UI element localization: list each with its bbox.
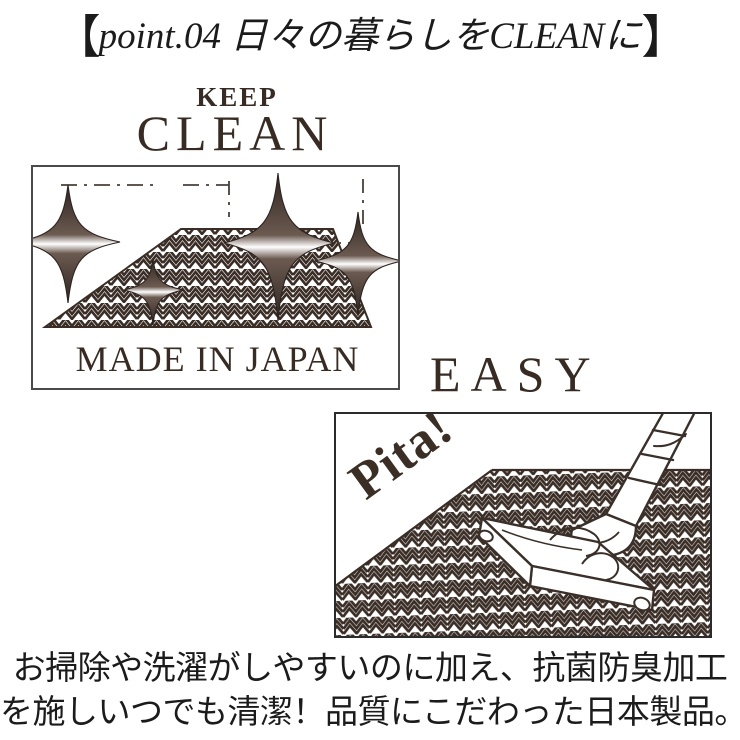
easy-label: EASY bbox=[430, 346, 601, 402]
page-title-text: point.04 日々の暮らしをCLEANに bbox=[98, 16, 642, 57]
herringbone-rug-illustration bbox=[33, 172, 398, 328]
vacuum-nozzle-head bbox=[477, 516, 656, 612]
clean-label: CLEAN bbox=[136, 105, 334, 161]
page-title: 【point.04 日々の暮らしをCLEANに】 bbox=[0, 14, 740, 60]
made-in-japan-caption: MADE IN JAPAN bbox=[75, 339, 360, 379]
sparkle-icon bbox=[123, 258, 184, 326]
keep-label: KEEP bbox=[196, 82, 278, 112]
sparkle-icon bbox=[314, 211, 398, 317]
vacuum-on-rug-illustration bbox=[336, 414, 710, 636]
caption-line-2: を施しいつでも清潔！品質にこだわった日本製品。 bbox=[0, 694, 740, 731]
vacuum-wand bbox=[604, 414, 696, 528]
sparkle-group bbox=[33, 172, 398, 326]
description-caption: お掃除や洗濯がしやすいのに加え、抗菌防臭加工 を施しいつでも清潔！品質にこだわっ… bbox=[0, 648, 740, 736]
sparkle-icon bbox=[223, 172, 335, 322]
bracket-open: 【 bbox=[54, 10, 101, 64]
sparkle-icon bbox=[33, 184, 121, 304]
bracket-close: 】 bbox=[641, 10, 687, 64]
easy-clean-panel: Pita! bbox=[334, 412, 712, 638]
made-in-japan-panel: MADE IN JAPAN bbox=[31, 165, 400, 390]
caption-line-1: お掃除や洗濯がしやすいのに加え、抗菌防臭加工 bbox=[12, 651, 728, 687]
